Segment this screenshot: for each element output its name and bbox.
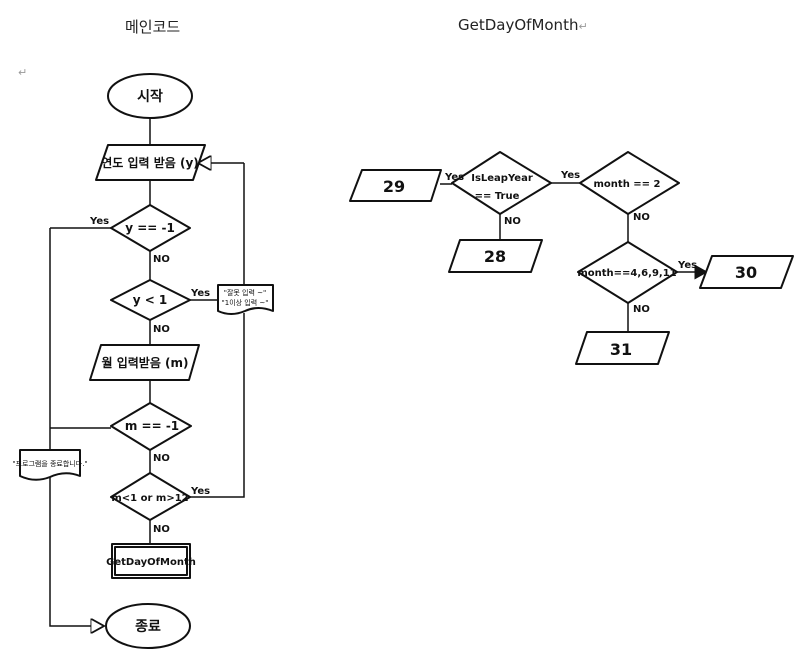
get-day-connectors xyxy=(440,182,708,332)
no-label-m-minus1: NO xyxy=(153,453,170,464)
no-label-month-2: NO xyxy=(633,212,650,223)
get-day-of-month-heading: GetDayOfMonth↵ xyxy=(458,16,588,34)
start-label: 시작 xyxy=(137,88,163,105)
decision-m-minus1-label: m == -1 xyxy=(125,419,179,433)
decision-is-leap-year xyxy=(451,151,552,215)
exit-note-document xyxy=(19,449,81,481)
retry-note-line2: "1이상 입력 ~" xyxy=(222,298,269,307)
main-connectors xyxy=(49,118,245,626)
paragraph-mark-icon: ↵ xyxy=(18,66,28,79)
end-label: 종료 xyxy=(135,619,161,635)
no-label-m-range: NO xyxy=(153,524,170,535)
no-label-y-minus1: NO xyxy=(153,254,170,265)
decision-month-30 xyxy=(577,241,678,304)
input-year-parallelogram xyxy=(95,144,206,181)
decision-y-lt1-label: y < 1 xyxy=(133,293,168,307)
output-30-label: 30 xyxy=(735,263,757,282)
exit-note-text: "프로그램을 종료합니다." xyxy=(12,459,87,468)
input-year-label: 연도 입력 받음 (y) xyxy=(101,155,199,170)
yes-label-m-range: Yes xyxy=(190,486,210,497)
yes-label-y-lt1: Yes xyxy=(190,288,210,299)
yes-label-leap: Yes xyxy=(444,172,464,183)
get-day-of-month-heading-text: GetDayOfMonth xyxy=(458,16,579,34)
get-day-process-inner xyxy=(114,546,188,576)
no-label-leap: NO xyxy=(504,216,521,227)
output-30 xyxy=(699,255,794,289)
output-29 xyxy=(349,169,442,202)
decision-m-minus1 xyxy=(110,402,192,451)
decision-month-30-label: month==4,6,9,11 xyxy=(577,268,676,279)
decision-y-lt1 xyxy=(110,279,191,321)
output-28 xyxy=(448,239,543,273)
decision-m-range xyxy=(110,472,191,521)
decision-is-leap-year-label-2: == True xyxy=(475,191,520,202)
decision-y-minus1 xyxy=(110,204,191,252)
input-month-parallelogram xyxy=(89,344,200,381)
get-day-process-label: GetDayOfMonth xyxy=(106,557,196,568)
decision-m-range-label: m<1 or m>12 xyxy=(111,493,188,504)
yes-label-y-minus1: Yes xyxy=(89,216,109,227)
yes-label-month-30: Yes xyxy=(677,260,697,271)
output-29-label: 29 xyxy=(383,177,405,196)
retry-note-document xyxy=(217,284,274,315)
end-terminal xyxy=(105,603,191,649)
yes-label-month-2: Yes xyxy=(560,170,580,181)
output-31 xyxy=(575,331,670,365)
output-28-label: 28 xyxy=(484,247,506,266)
main-code-heading: 메인코드 xyxy=(125,18,181,36)
start-terminal xyxy=(107,73,193,119)
decision-is-leap-year-label: IsLeapYear xyxy=(471,173,533,184)
no-label-month-30: NO xyxy=(633,304,650,315)
decision-y-minus1-label: y == -1 xyxy=(125,221,175,235)
decision-month-2-label: month == 2 xyxy=(594,179,661,190)
output-31-label: 31 xyxy=(610,340,632,359)
decision-month-2 xyxy=(579,151,680,215)
retry-note-line1: "잘못 입력 ~" xyxy=(224,289,267,297)
input-month-label: 월 입력받음 (m) xyxy=(101,355,188,370)
paragraph-mark-icon: ↵ xyxy=(578,20,588,33)
no-label-y-lt1: NO xyxy=(153,324,170,335)
